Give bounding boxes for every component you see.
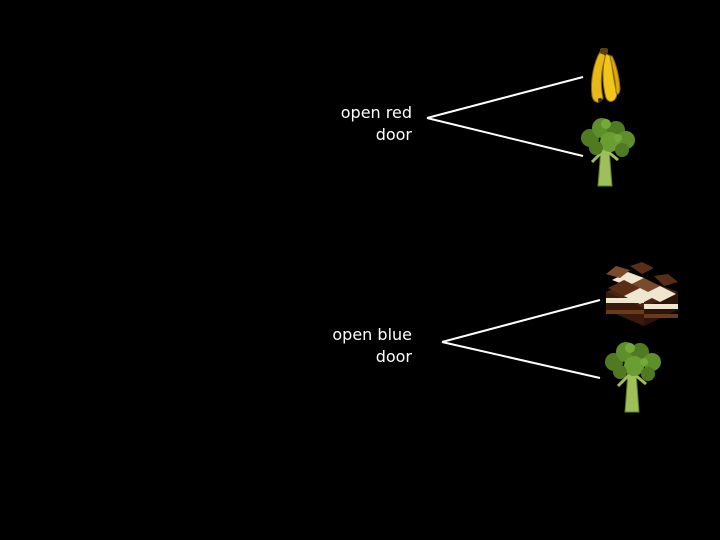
branch-line-red-to-broccoli <box>426 117 584 157</box>
choice-label-red-line2: door <box>375 125 412 144</box>
choice-label-blue-line2: door <box>375 347 412 366</box>
broccoli-icon <box>581 118 635 187</box>
chocolate-icon <box>606 262 678 326</box>
branch-line-blue-to-chocolate <box>441 299 601 343</box>
choice-label-blue-door: open blue door <box>332 324 412 368</box>
broccoli-icon <box>605 342 661 413</box>
branch-line-blue-to-broccoli <box>441 341 601 379</box>
choice-label-red-door: open red door <box>341 102 412 146</box>
banana-icon <box>591 48 621 103</box>
choice-label-red-line1: open red <box>340 103 412 122</box>
branch-line-red-to-banana <box>426 76 584 119</box>
choice-label-blue-line1: open blue <box>332 325 412 344</box>
